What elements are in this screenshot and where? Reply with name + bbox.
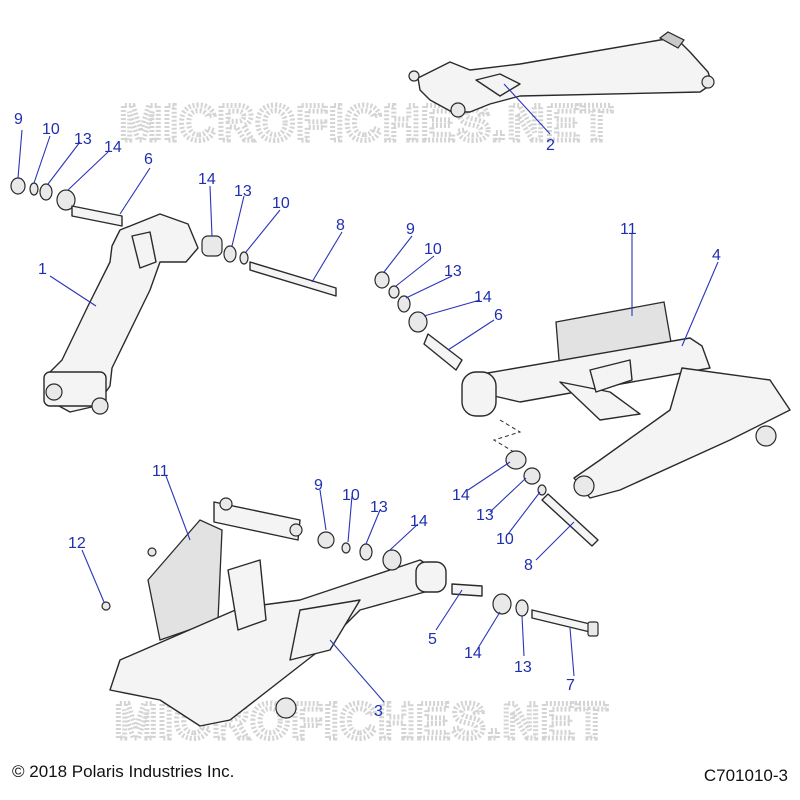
callout-label: 9: [406, 221, 415, 238]
callout-label: 10: [272, 195, 290, 212]
hardware-lower-right: [505, 450, 599, 547]
copyright-notice: © 2018 Polaris Industries Inc.: [12, 762, 235, 781]
part-1-trailing-arm: [43, 213, 199, 415]
callout-label: 10: [496, 531, 514, 548]
callout-label: 5: [428, 631, 437, 648]
callout-label: 10: [424, 241, 442, 258]
callout-label: 1: [38, 261, 47, 278]
callout-label: 7: [566, 677, 575, 694]
leader-lines: [17, 83, 719, 703]
callout-label: 9: [314, 477, 323, 494]
callout-label: 14: [452, 487, 470, 504]
callout-label: 3: [374, 703, 383, 720]
callout-label: 13: [514, 659, 532, 676]
callout-label: 13: [234, 183, 252, 200]
hardware-middle: [374, 271, 522, 453]
watermark-top: MICROFICHES.NET: [120, 95, 614, 151]
part-3-frame-lower: [101, 497, 447, 727]
hardware-lower-middle: [317, 531, 599, 637]
callout-label: 13: [74, 131, 92, 148]
callout-label: 14: [464, 645, 482, 662]
callout-label: 14: [104, 139, 122, 156]
callout-label: 9: [14, 111, 23, 128]
callout-label: 14: [474, 289, 492, 306]
callout-label: 12: [68, 535, 86, 552]
callout-label: 10: [42, 121, 60, 138]
callout-label: 8: [336, 217, 345, 234]
callout-label: 6: [494, 307, 503, 324]
callout-label: 10: [342, 487, 360, 504]
drawing-code: C701010-3: [703, 766, 788, 785]
callout-label: 13: [444, 263, 462, 280]
callout-label: 2: [546, 137, 555, 154]
part-2-upper-arm: [408, 31, 715, 118]
callout-label: 13: [370, 499, 388, 516]
callout-label: 6: [144, 151, 153, 168]
callout-label: 11: [620, 221, 637, 238]
callout-label: 8: [524, 557, 533, 574]
callout-label: 11: [152, 463, 169, 480]
callout-label: 4: [712, 247, 721, 264]
part-4-frame-right: [461, 301, 791, 499]
hardware-top-left: [10, 177, 337, 297]
callout-label: 14: [410, 513, 428, 530]
callout-label: 13: [476, 507, 494, 524]
callout-labels: 9 10 13 14 6 14 13 10 8 1 2 9 10 13 14 6…: [14, 111, 721, 720]
callout-label: 14: [198, 171, 216, 188]
